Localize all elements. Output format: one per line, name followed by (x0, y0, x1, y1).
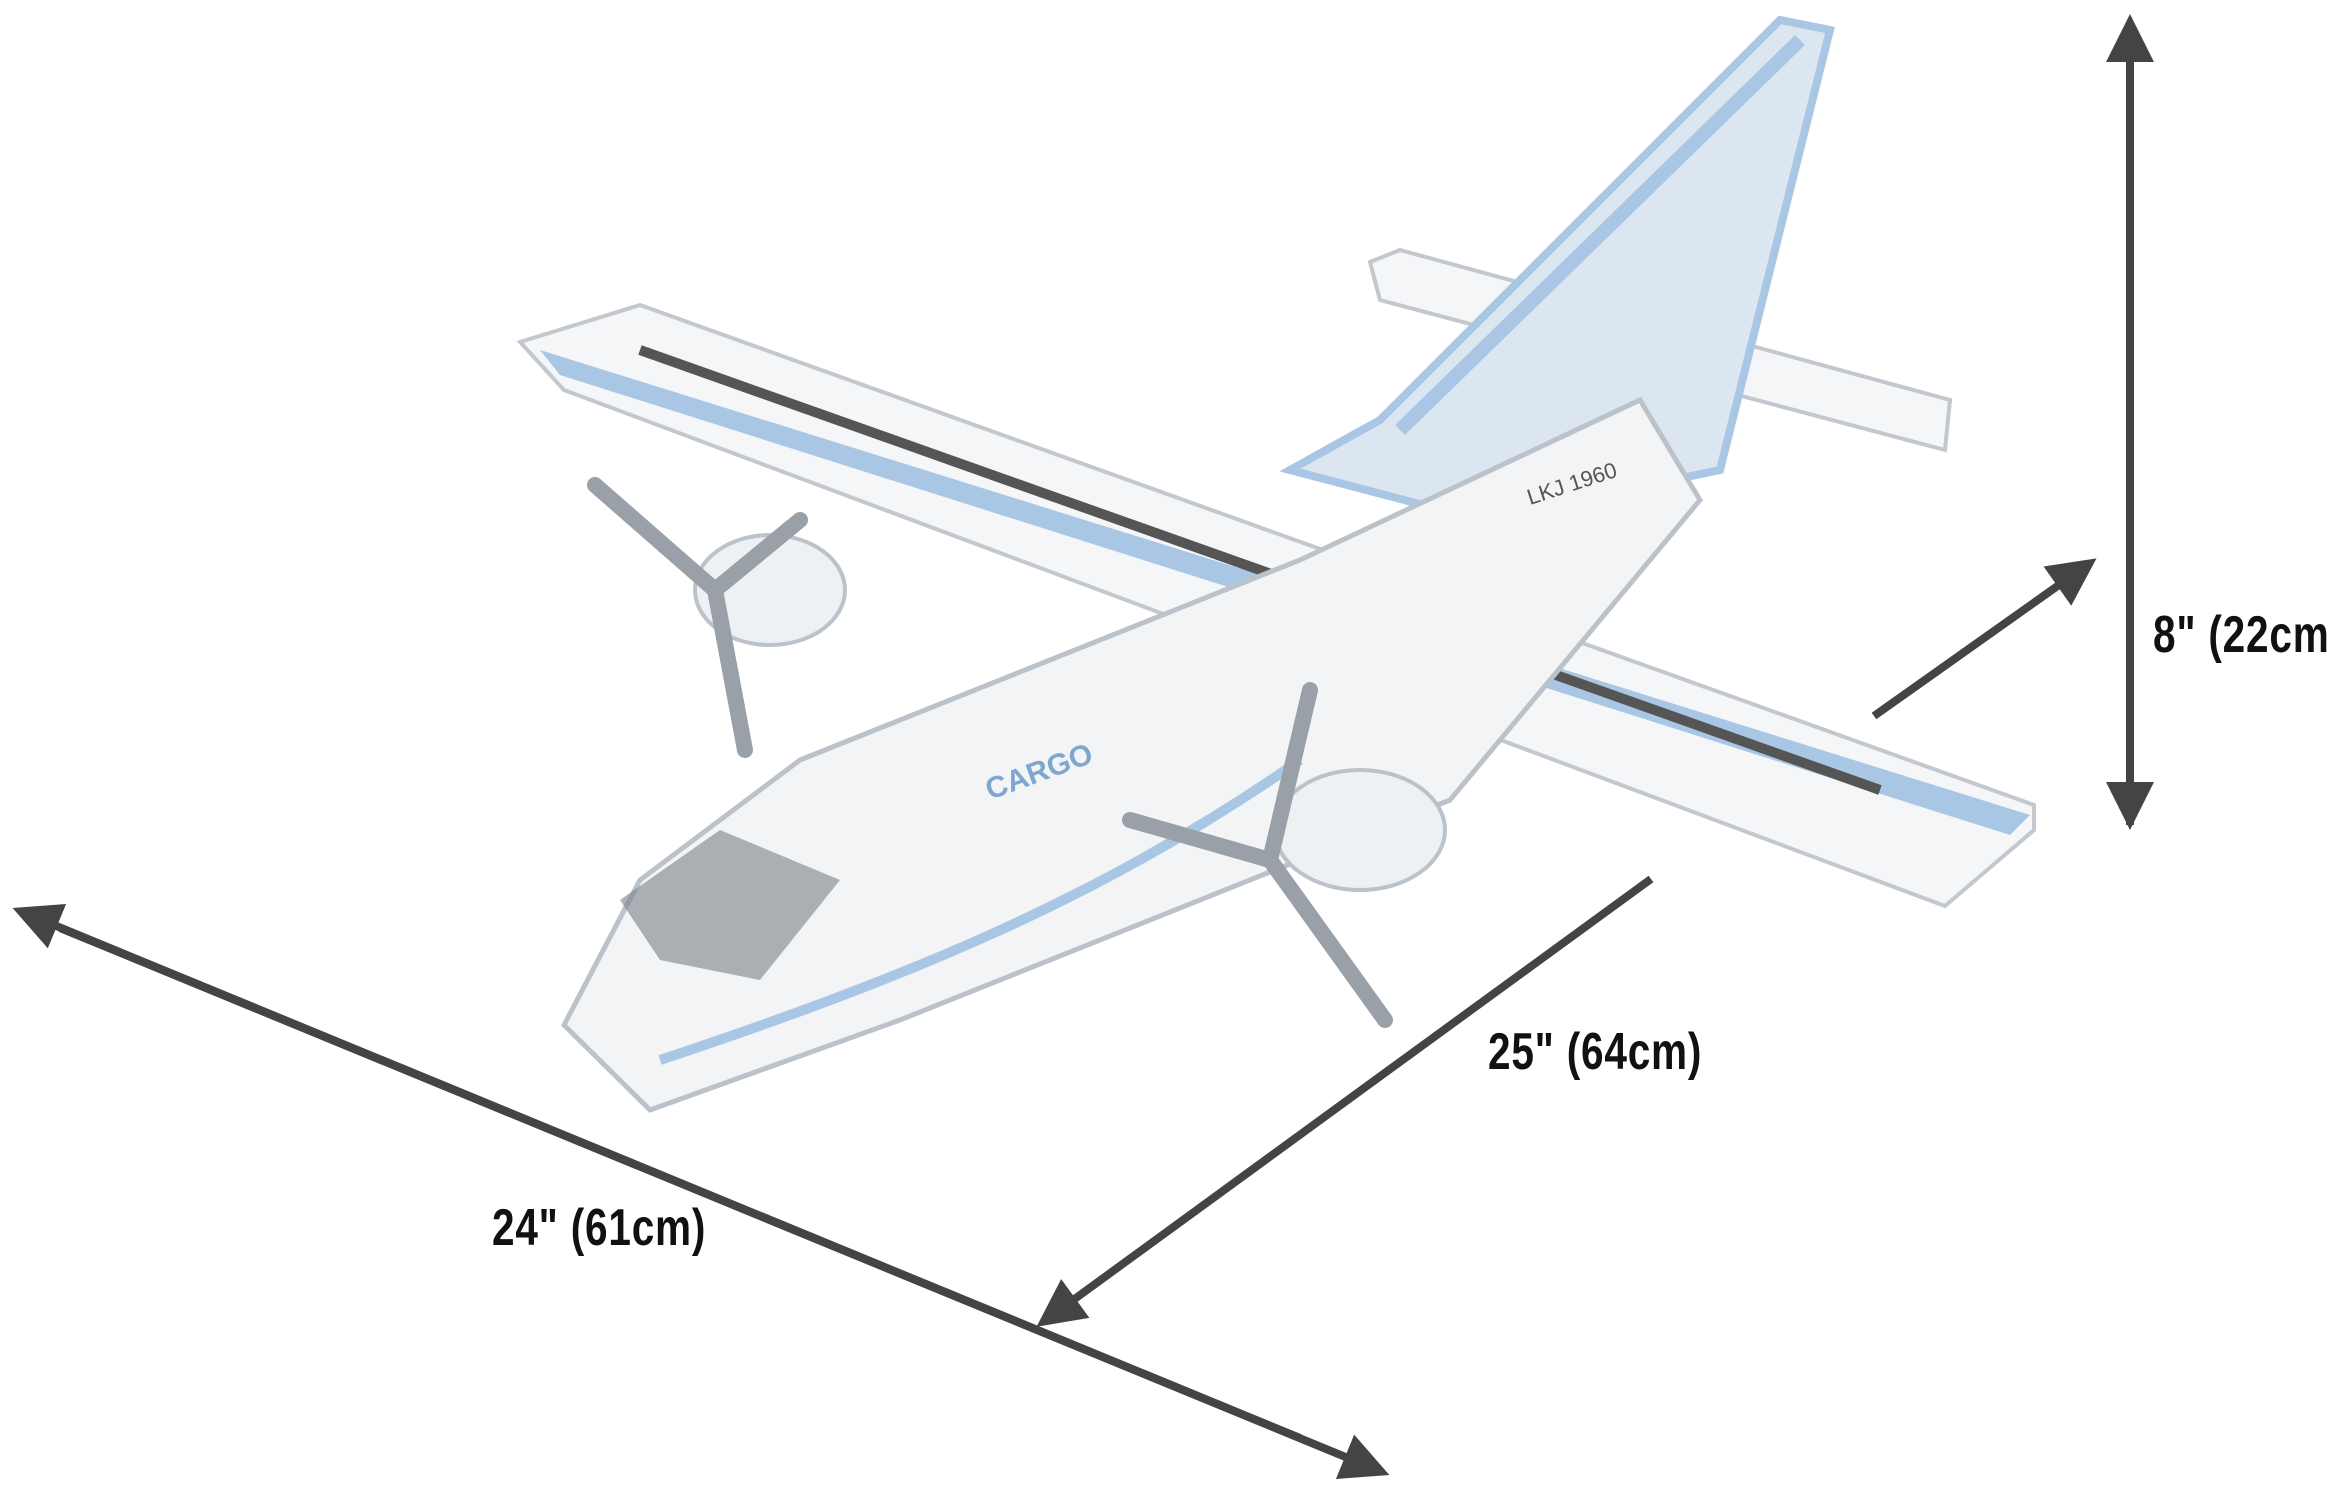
height-label: 8" (22cm) (2153, 606, 2328, 664)
right-engine (1273, 768, 1447, 892)
airplane-model: CARGO LKJ 1960 (516, 15, 2036, 1113)
right-propeller (1122, 682, 1393, 1028)
cockpit (620, 830, 840, 980)
left-propeller (587, 477, 808, 758)
length-arrow-upper (1871, 558, 2097, 720)
length-arrow-lower (1036, 875, 1654, 1327)
length-label: 25" (64cm) (1488, 1023, 1703, 1081)
fuselage (560, 396, 1704, 1113)
width-label: 24" (61cm) (492, 1199, 707, 1257)
